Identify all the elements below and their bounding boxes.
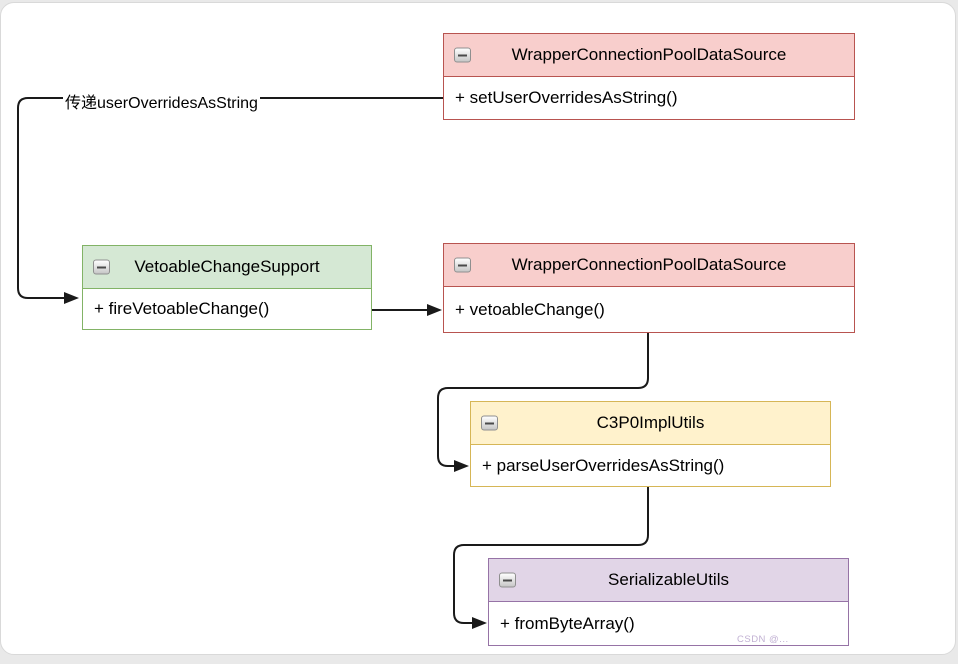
class-method-row[interactable]: + fromByteArray() [500, 613, 635, 633]
collapse-minus-icon[interactable] [454, 47, 471, 63]
collapse-minus-icon[interactable] [481, 415, 498, 431]
class-wrapperconnectionpooldatasource-middle[interactable]: WrapperConnectionPoolDataSource + vetoab… [443, 243, 855, 333]
class-header: SerializableUtils [489, 559, 848, 602]
class-method-row[interactable]: + setUserOverridesAsString() [455, 88, 678, 107]
class-title: SerializableUtils [608, 570, 729, 589]
minus-glyph [485, 422, 494, 424]
collapse-minus-icon[interactable] [93, 259, 110, 275]
minus-glyph [97, 266, 106, 268]
class-wrapperconnectionpooldatasource-top[interactable]: WrapperConnectionPoolDataSource + setUse… [443, 33, 855, 120]
class-title: WrapperConnectionPoolDataSource [511, 255, 787, 274]
minus-glyph [458, 54, 467, 56]
collapse-minus-icon[interactable] [499, 572, 516, 588]
class-title: WrapperConnectionPoolDataSource [511, 45, 787, 64]
class-header: WrapperConnectionPoolDataSource [444, 244, 854, 287]
class-method-row[interactable]: + fireVetoableChange() [94, 299, 270, 318]
class-method-row[interactable]: + parseUserOverridesAsString() [482, 455, 725, 475]
watermark: CSDN @... [737, 634, 789, 645]
edge-label-pass-useroverrides: 传递userOverridesAsString [63, 88, 260, 114]
class-serializableutils[interactable]: SerializableUtils + fromByteArray() [488, 558, 849, 646]
class-vetoablechangesupport[interactable]: VetoableChangeSupport + fireVetoableChan… [82, 245, 372, 330]
minus-glyph [503, 579, 512, 581]
minus-glyph [458, 264, 467, 266]
class-method-row[interactable]: + vetoableChange() [455, 299, 605, 319]
class-header: VetoableChangeSupport [83, 246, 371, 289]
class-title: C3P0ImplUtils [596, 413, 705, 432]
class-title: VetoableChangeSupport [134, 257, 320, 276]
class-header: WrapperConnectionPoolDataSource [444, 34, 854, 77]
class-header: C3P0ImplUtils [471, 402, 830, 445]
collapse-minus-icon[interactable] [454, 257, 471, 273]
class-c3p0implutils[interactable]: C3P0ImplUtils + parseUserOverridesAsStri… [470, 401, 831, 487]
